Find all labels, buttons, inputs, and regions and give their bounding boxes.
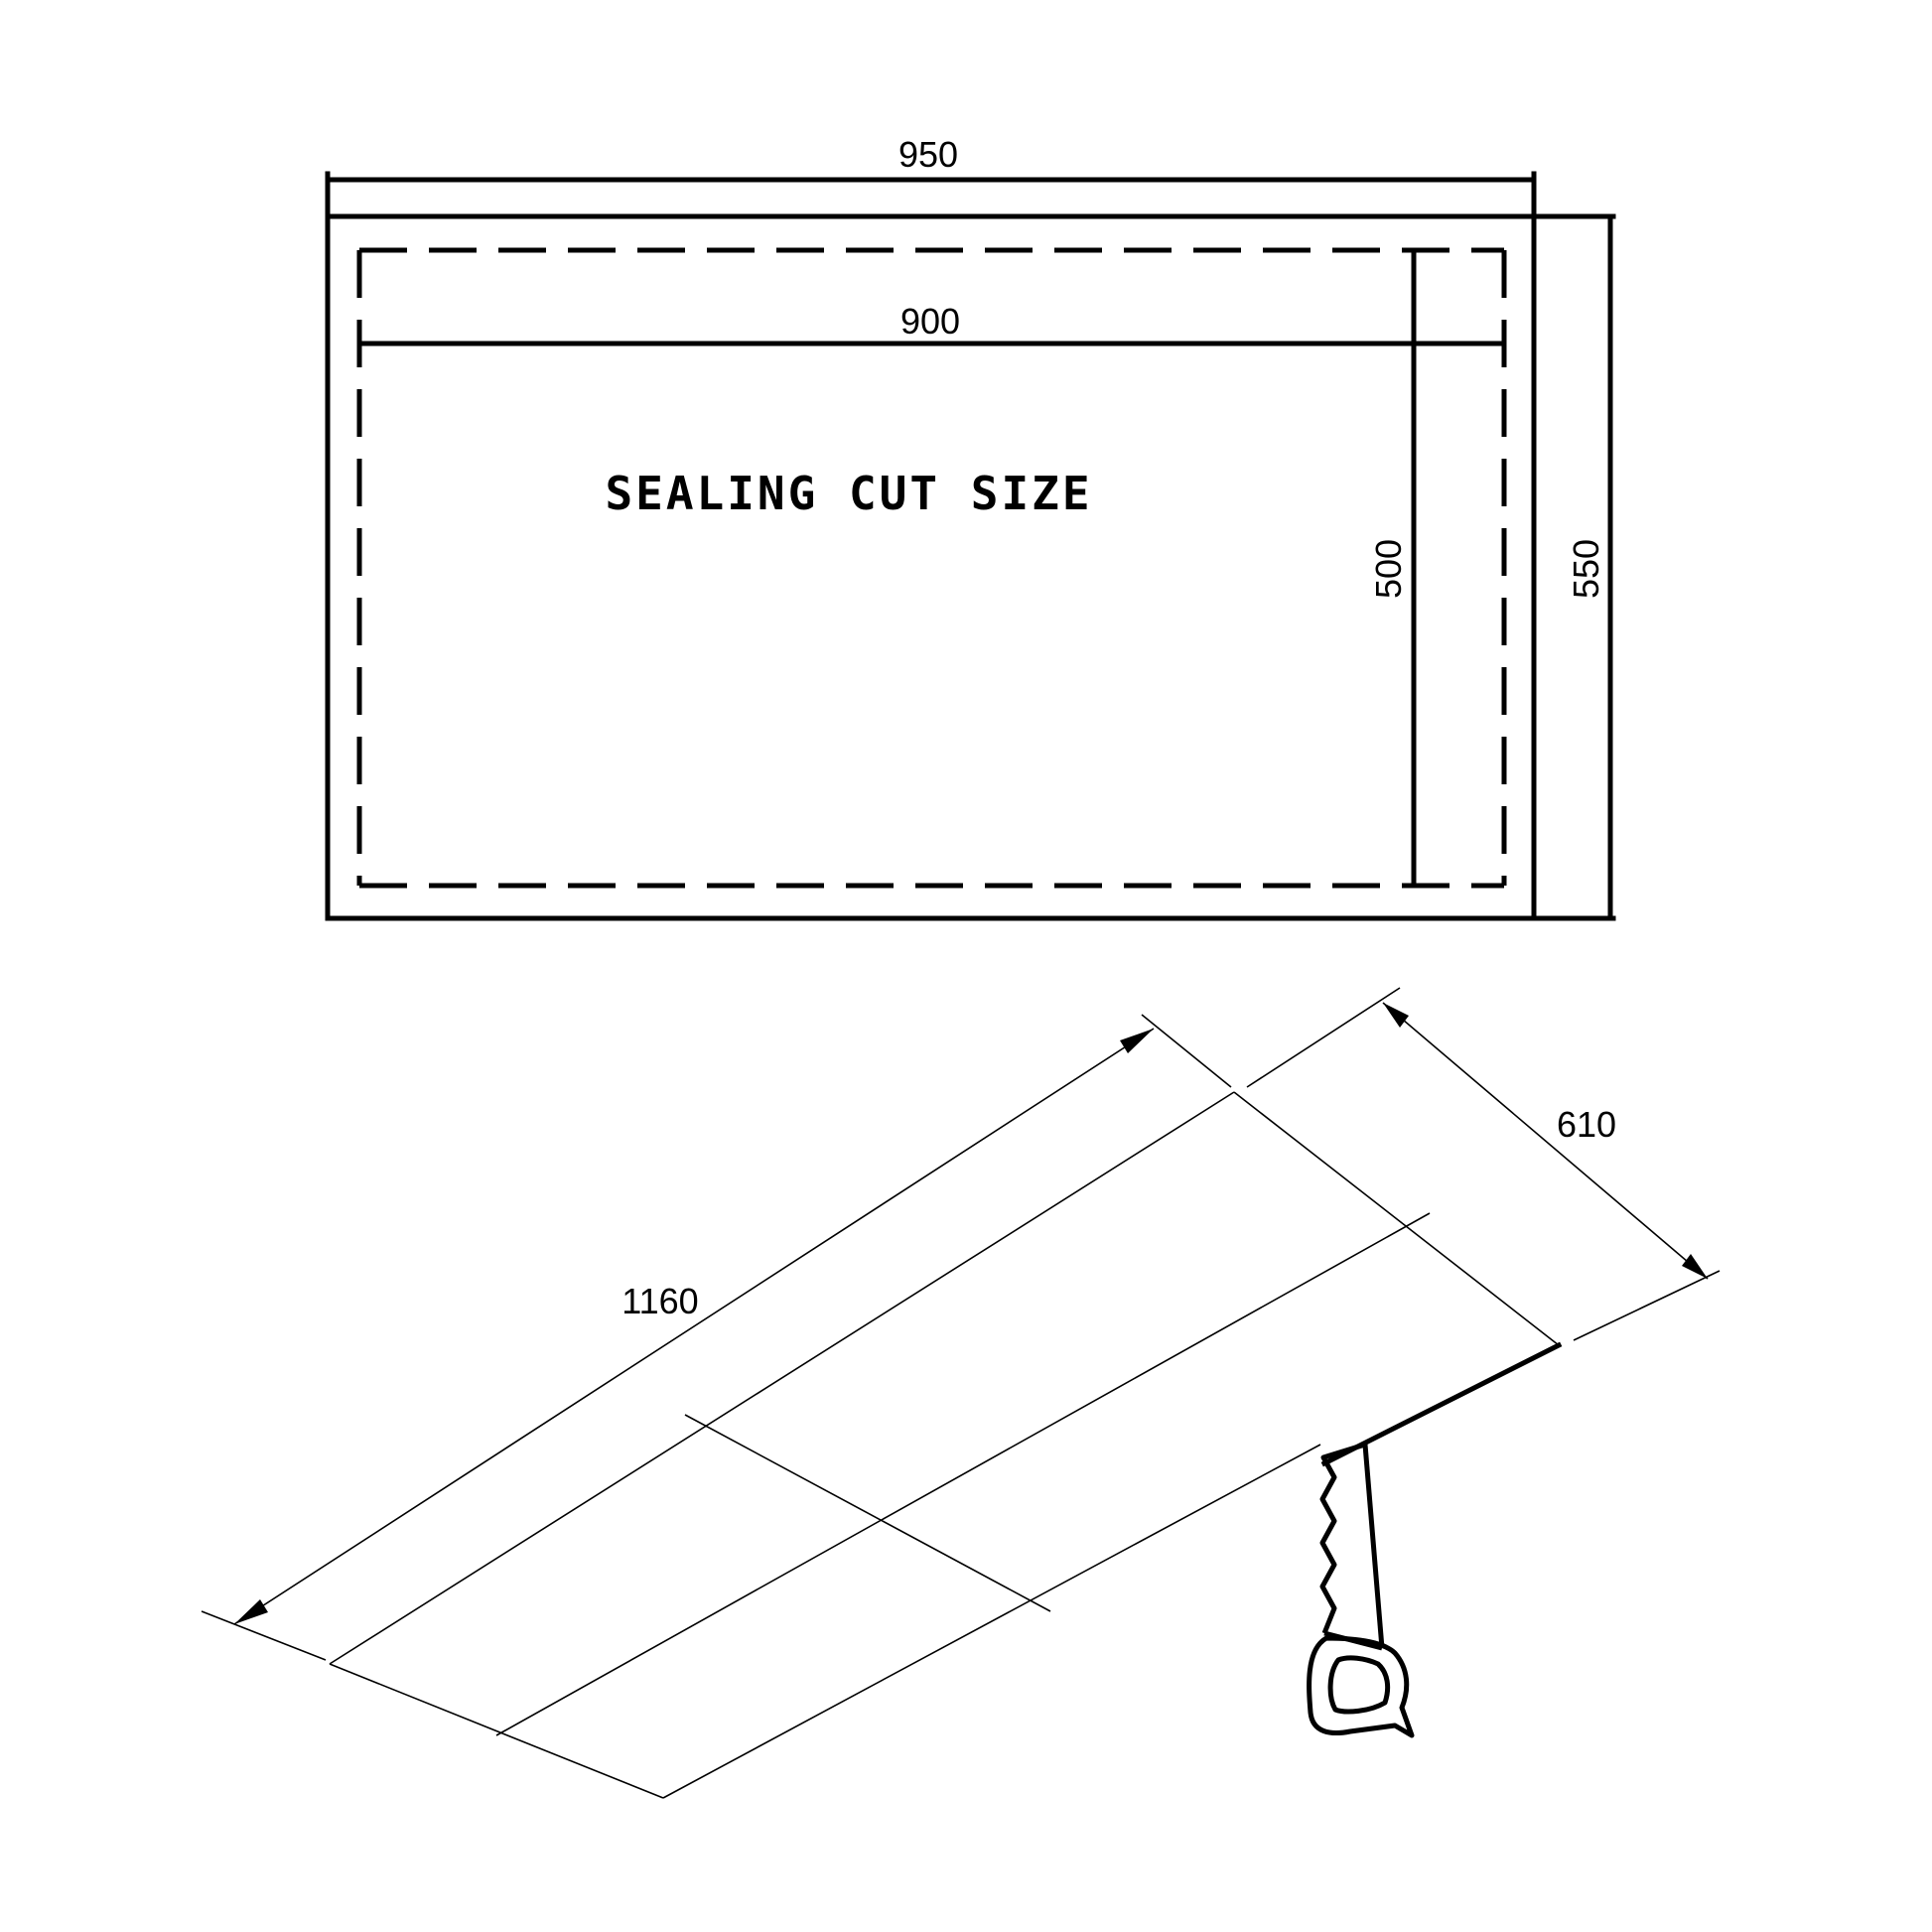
sealing-cut-outline	[356, 247, 1507, 889]
width-dimension	[1246, 987, 1721, 1341]
hand-saw-icon	[1307, 1442, 1415, 1738]
board-outline	[329, 1091, 1560, 1799]
width-label: 610	[1557, 1104, 1616, 1145]
length-dimension	[201, 1014, 1232, 1661]
outer-panel-outline	[325, 171, 1537, 921]
outer-height-dimension	[1531, 213, 1616, 921]
inner-height-label: 500	[1368, 539, 1409, 599]
top-view: 950 550 900 500 SEALING CUT SIZE	[325, 134, 1616, 921]
length-label: 1160	[621, 1281, 698, 1321]
outer-width-label: 950	[898, 134, 958, 175]
inner-width-label: 900	[900, 301, 960, 342]
outer-height-label: 550	[1566, 539, 1606, 599]
board-cut-lines	[495, 1212, 1431, 1736]
diagram-title: SEALING CUT SIZE	[605, 467, 1092, 520]
board-view: 1160 610	[201, 987, 1721, 1799]
